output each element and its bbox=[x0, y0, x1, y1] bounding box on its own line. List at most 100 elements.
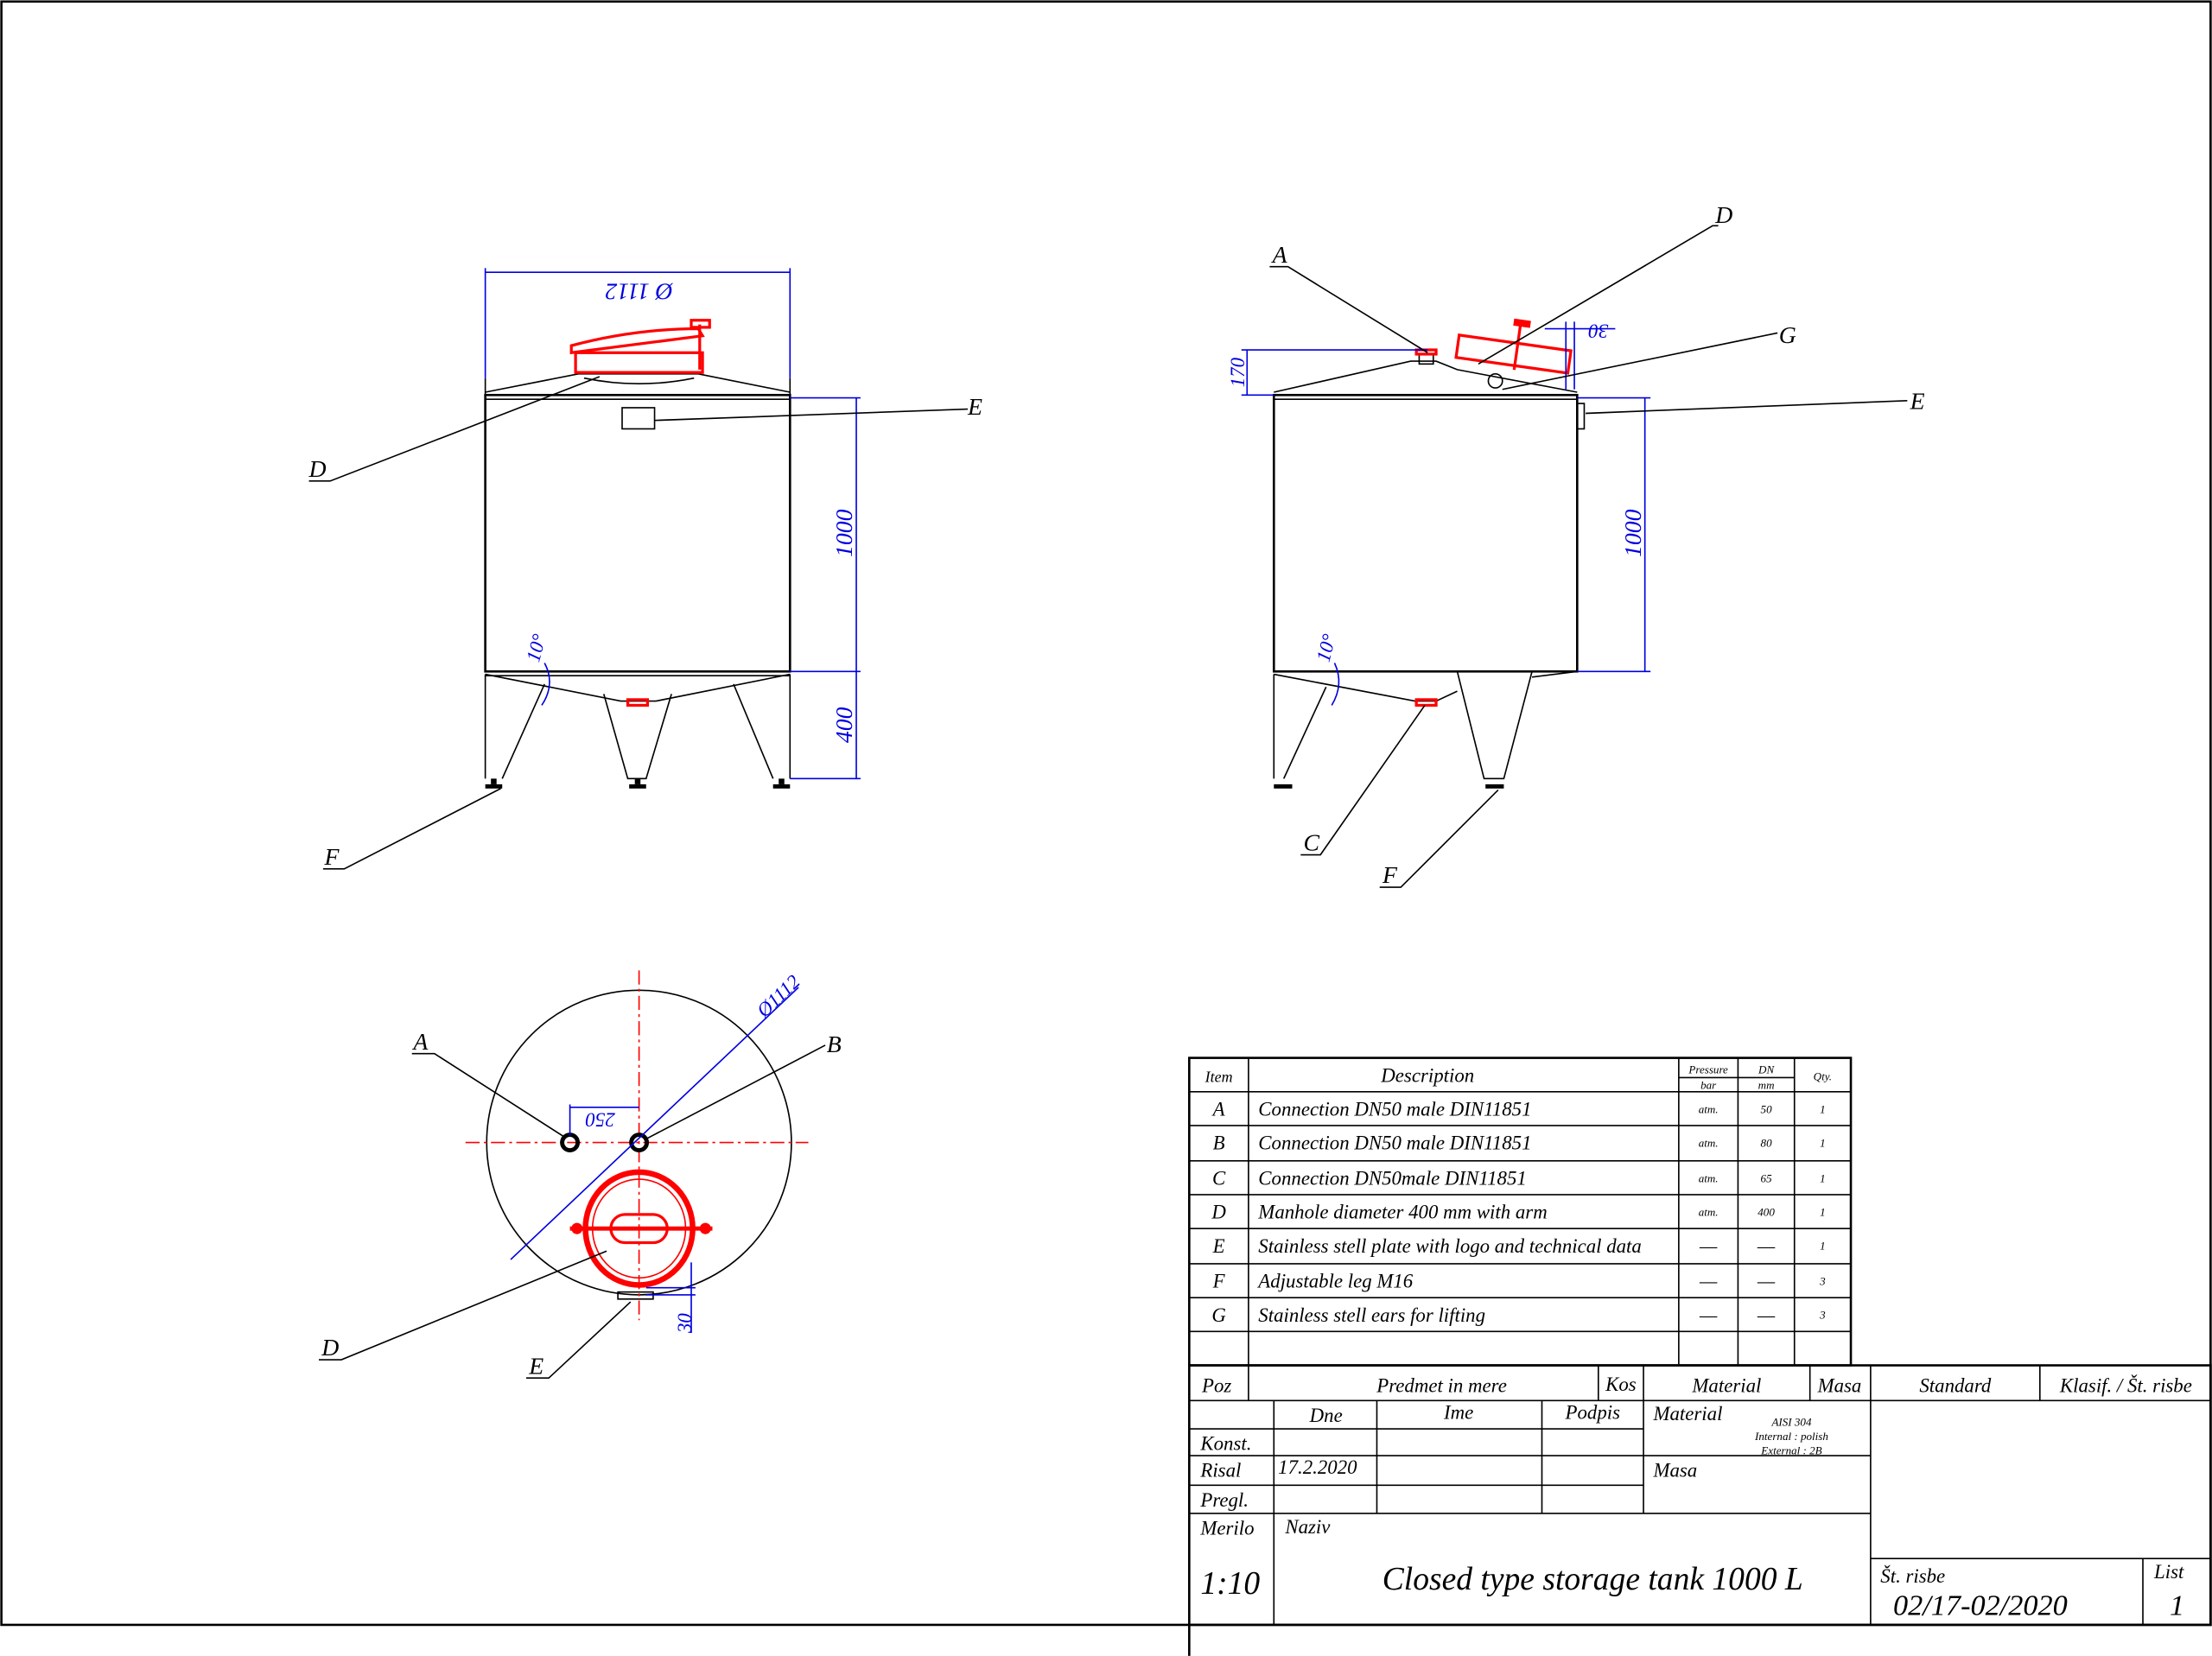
svg-text:Qty.: Qty. bbox=[1814, 1070, 1832, 1083]
svg-text:F: F bbox=[324, 844, 340, 871]
svg-text:List: List bbox=[2153, 1561, 2184, 1583]
svg-text:DN: DN bbox=[1758, 1063, 1775, 1076]
svg-text:E: E bbox=[967, 394, 982, 421]
cell-description: Stainless stell ears for lifting bbox=[1258, 1304, 1485, 1326]
svg-text:30: 30 bbox=[674, 1313, 696, 1334]
svg-text:Material: Material bbox=[1691, 1375, 1761, 1397]
table-row: E Stainless stell plate with logo and tec… bbox=[1212, 1235, 1826, 1257]
callouts: A B D E bbox=[318, 1029, 842, 1380]
cell-dn: — bbox=[1757, 1304, 1776, 1326]
cell-qty: 1 bbox=[1820, 1171, 1826, 1184]
cell-pressure: — bbox=[1699, 1304, 1718, 1326]
svg-text:Masa: Masa bbox=[1817, 1375, 1862, 1397]
cell-dn: — bbox=[1757, 1235, 1776, 1257]
svg-text:Dne: Dne bbox=[1309, 1405, 1343, 1426]
svg-text:A: A bbox=[1271, 242, 1288, 269]
cell-qty: 3 bbox=[1819, 1274, 1826, 1287]
cell-description: Stainless stell plate with logo and tech… bbox=[1258, 1235, 1642, 1257]
dimensions: Ø 1112 1000 400 10° bbox=[484, 268, 861, 780]
svg-text:D: D bbox=[321, 1335, 339, 1361]
svg-text:Podpis: Podpis bbox=[1565, 1402, 1621, 1424]
svg-text:Št. risbe: Št. risbe bbox=[1880, 1564, 1945, 1587]
cell-description: Connection DN50 male DIN11851 bbox=[1258, 1133, 1531, 1154]
svg-text:Konst.: Konst. bbox=[1199, 1433, 1251, 1455]
cell-item: D bbox=[1211, 1202, 1226, 1223]
cell-item: C bbox=[1212, 1168, 1226, 1190]
cell-pressure: atm. bbox=[1699, 1205, 1719, 1218]
svg-text:1000: 1000 bbox=[831, 509, 858, 557]
side-view: 170 30 1000 10° A D G E C F bbox=[1227, 202, 1925, 889]
cell-pressure: atm. bbox=[1699, 1102, 1719, 1115]
cell-qty: 1 bbox=[1820, 1240, 1826, 1253]
svg-text:10°: 10° bbox=[1313, 631, 1340, 663]
cell-description: Adjustable leg M16 bbox=[1256, 1271, 1413, 1292]
cell-dn: 50 bbox=[1761, 1102, 1773, 1115]
dimensions: 170 30 1000 10° bbox=[1227, 320, 1651, 706]
cell-dn: 80 bbox=[1761, 1136, 1773, 1149]
svg-text:Material: Material bbox=[1652, 1403, 1722, 1424]
svg-text:Predmet in mere: Predmet in mere bbox=[1376, 1375, 1507, 1397]
cell-item: F bbox=[1212, 1271, 1226, 1292]
cell-pressure: atm. bbox=[1699, 1171, 1719, 1184]
svg-text:Description: Description bbox=[1380, 1064, 1474, 1086]
manhole-d bbox=[1454, 318, 1573, 375]
svg-text:G: G bbox=[1779, 322, 1796, 349]
cell-dn: 400 bbox=[1758, 1205, 1775, 1218]
svg-text:Poz: Poz bbox=[1201, 1375, 1231, 1397]
manhole-d bbox=[569, 1169, 713, 1288]
cell-qty: 1 bbox=[1820, 1205, 1826, 1218]
svg-text:Internal : polish: Internal : polish bbox=[1754, 1430, 1828, 1443]
plate-e bbox=[621, 407, 656, 430]
svg-text:Item: Item bbox=[1205, 1068, 1233, 1085]
svg-text:Pregl.: Pregl. bbox=[1199, 1489, 1249, 1511]
svg-text:17.2.2020: 17.2.2020 bbox=[1278, 1456, 1357, 1478]
title-block: Poz Predmet in mere Kos Material Masa St… bbox=[1188, 1364, 2212, 1627]
drawing-title: Closed type storage tank 1000 L bbox=[1382, 1562, 1803, 1597]
svg-text:Klasif. / Št. risbe: Klasif. / Št. risbe bbox=[2059, 1374, 2192, 1397]
cell-item: A bbox=[1211, 1099, 1226, 1120]
callouts: A D G E C F bbox=[1269, 202, 1925, 889]
lifting-ear-g bbox=[1487, 372, 1503, 389]
svg-text:E: E bbox=[528, 1353, 543, 1380]
svg-text:Ime: Ime bbox=[1443, 1402, 1473, 1424]
svg-text:170: 170 bbox=[1227, 357, 1249, 387]
cell-description: Connection DN50 male DIN11851 bbox=[1258, 1099, 1531, 1120]
svg-text:1000: 1000 bbox=[1620, 509, 1647, 557]
svg-text:Risal: Risal bbox=[1199, 1460, 1241, 1482]
cell-item: G bbox=[1211, 1304, 1226, 1326]
svg-text:400: 400 bbox=[831, 707, 858, 743]
cell-description: Connection DN50male DIN11851 bbox=[1258, 1168, 1526, 1190]
cell-item: B bbox=[1213, 1133, 1225, 1154]
svg-text:30: 30 bbox=[1588, 320, 1609, 342]
svg-text:F: F bbox=[1382, 862, 1398, 889]
cell-pressure: atm. bbox=[1699, 1136, 1719, 1149]
table-header: Item Description Pressure bar DN mm Qty. bbox=[1205, 1063, 1832, 1092]
svg-text:250: 250 bbox=[585, 1108, 615, 1130]
cell-dn: — bbox=[1757, 1271, 1776, 1292]
cell-description: Manhole diameter 400 mm with arm bbox=[1257, 1202, 1547, 1223]
legs bbox=[484, 674, 791, 789]
svg-text:10°: 10° bbox=[522, 631, 550, 663]
svg-text:Merilo: Merilo bbox=[1199, 1517, 1254, 1539]
svg-text:B: B bbox=[827, 1031, 842, 1058]
svg-text:External : 2B: External : 2B bbox=[1760, 1443, 1821, 1456]
svg-text:A: A bbox=[411, 1029, 429, 1056]
svg-text:Ø 1112: Ø 1112 bbox=[605, 277, 673, 304]
top-view: Ø1112 250 30 A B D E bbox=[318, 970, 842, 1380]
svg-text:AISI 304: AISI 304 bbox=[1770, 1416, 1811, 1429]
svg-text:D: D bbox=[1714, 202, 1732, 229]
nozzle-b bbox=[629, 1133, 650, 1153]
table-row: D Manhole diameter 400 mm with arm atm. 400… bbox=[1211, 1202, 1825, 1223]
svg-text:Kos: Kos bbox=[1605, 1374, 1637, 1395]
tank-body bbox=[484, 393, 791, 673]
cell-item: E bbox=[1212, 1235, 1225, 1257]
parts-table: Item Description Pressure bar DN mm Qty.… bbox=[1188, 1056, 1853, 1367]
svg-text:D: D bbox=[308, 456, 327, 483]
svg-text:E: E bbox=[1910, 389, 1925, 416]
svg-text:bar: bar bbox=[1700, 1079, 1717, 1092]
cell-pressure: — bbox=[1699, 1235, 1718, 1257]
